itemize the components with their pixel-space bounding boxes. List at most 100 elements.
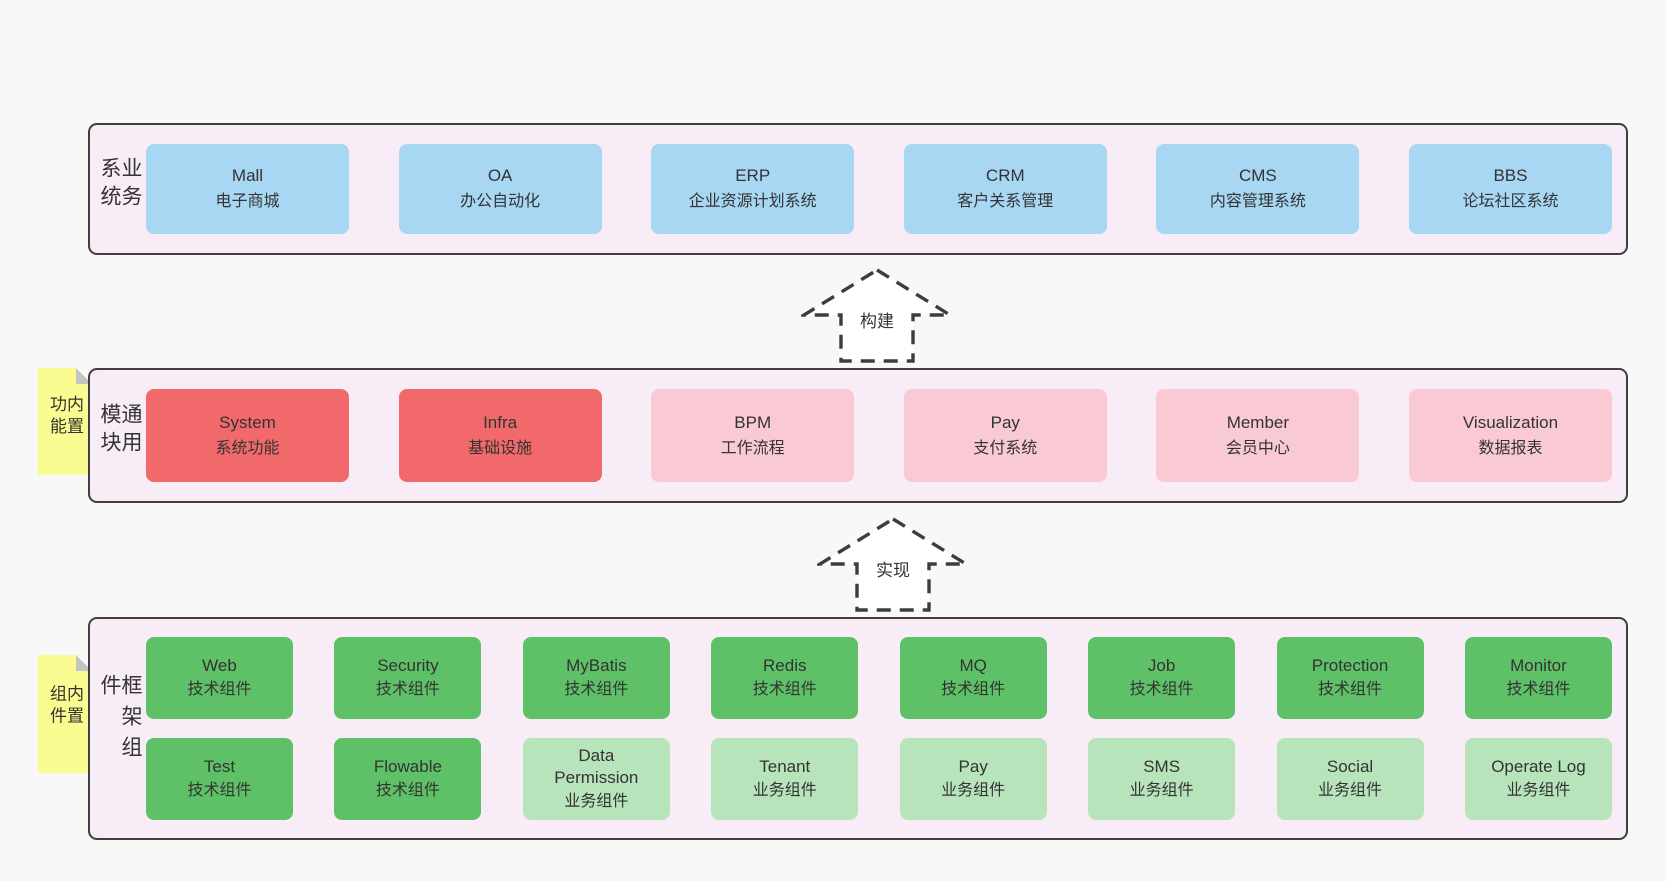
box-subtitle: 技术组件 bbox=[187, 782, 252, 800]
box-sms: SMS 业务组件 bbox=[1088, 738, 1236, 820]
box-mybatis: MyBatis 技术组件 bbox=[522, 637, 670, 719]
box-infra: Infra 基础设施 bbox=[398, 389, 602, 482]
box-subtitle: 论坛社区系统 bbox=[1462, 193, 1559, 211]
box-title: Social bbox=[1326, 757, 1374, 777]
box-title: BBS bbox=[1493, 166, 1528, 186]
sticky-note-built-in-components: 内置组件 bbox=[38, 655, 92, 773]
box-data-permission: Data Permission 业务组件 bbox=[522, 738, 670, 820]
box-title: Data Permission bbox=[554, 746, 639, 788]
box-title: ERP bbox=[735, 166, 771, 186]
box-web: Web 技术组件 bbox=[146, 637, 293, 719]
box-title: System bbox=[219, 412, 276, 432]
box-subtitle: 技术组件 bbox=[375, 681, 440, 699]
layer-label: 业务系统 bbox=[98, 157, 142, 213]
box-title: Web bbox=[202, 656, 237, 676]
box-title: CRM bbox=[985, 166, 1025, 186]
box-title: Security bbox=[377, 656, 439, 676]
arrow-label: 构建 bbox=[855, 307, 899, 332]
box-title: Mall bbox=[231, 166, 264, 186]
layer-label: 通用模块 bbox=[98, 402, 142, 459]
box-operate-log: Operate Log 业务组件 bbox=[1464, 738, 1612, 820]
box-title: CMS bbox=[1238, 166, 1277, 186]
box-system: System 系统功能 bbox=[146, 389, 349, 482]
box-subtitle: 会员中心 bbox=[1225, 439, 1290, 457]
box-title: Protection bbox=[1311, 656, 1389, 676]
box-subtitle: 技术组件 bbox=[375, 782, 440, 800]
box-member: Member 会员中心 bbox=[1156, 389, 1360, 482]
component-rows: Web 技术组件 Security 技术组件 MyBatis 技术组件 Redi… bbox=[146, 637, 1612, 820]
box-pay-module: Pay 支付系统 bbox=[903, 389, 1107, 482]
box-bbs: BBS 论坛社区系统 bbox=[1408, 144, 1612, 234]
box-subtitle: 业务组件 bbox=[1318, 782, 1383, 800]
box-subtitle: 业务组件 bbox=[941, 782, 1006, 800]
layer-label: 框架组件 bbox=[98, 673, 142, 767]
box-subtitle: 业务组件 bbox=[1129, 782, 1194, 800]
box-subtitle: 办公自动化 bbox=[460, 193, 541, 211]
module-boxes: System 系统功能 Infra 基础设施 BPM 工作流程 Pay 支付系统… bbox=[146, 389, 1612, 482]
box-subtitle: 数据报表 bbox=[1478, 439, 1543, 457]
box-title: Monitor bbox=[1510, 656, 1567, 676]
box-job: Job 技术组件 bbox=[1088, 637, 1236, 719]
box-title: Operate Log bbox=[1491, 757, 1586, 777]
business-boxes: Mall 电子商城 OA 办公自动化 ERP 企业资源计划系统 CRM 客户关系… bbox=[146, 144, 1612, 234]
box-protection: Protection 技术组件 bbox=[1276, 637, 1424, 719]
box-title: Tenant bbox=[759, 757, 811, 777]
box-subtitle: 技术组件 bbox=[564, 681, 629, 699]
box-subtitle: 业务组件 bbox=[564, 793, 629, 811]
box-subtitle: 支付系统 bbox=[973, 439, 1038, 457]
box-oa: OA 办公自动化 bbox=[398, 144, 602, 234]
box-bpm: BPM 工作流程 bbox=[651, 389, 855, 482]
sticky-note-text: 内置功能 bbox=[47, 394, 83, 439]
box-visualization: Visualization 数据报表 bbox=[1408, 389, 1612, 482]
box-title: Visualization bbox=[1462, 412, 1559, 432]
component-row-1: Web 技术组件 Security 技术组件 MyBatis 技术组件 Redi… bbox=[146, 637, 1612, 719]
box-title: SMS bbox=[1143, 757, 1181, 777]
box-subtitle: 技术组件 bbox=[1318, 681, 1383, 699]
box-title: Infra bbox=[483, 412, 518, 432]
box-subtitle: 技术组件 bbox=[1129, 681, 1194, 699]
box-title: Pay bbox=[990, 412, 1020, 432]
box-subtitle: 工作流程 bbox=[720, 439, 785, 457]
box-title: MQ bbox=[959, 656, 987, 676]
box-subtitle: 基础设施 bbox=[468, 439, 533, 457]
box-title: Member bbox=[1226, 412, 1290, 432]
box-subtitle: 技术组件 bbox=[941, 681, 1006, 699]
sticky-note-built-in-features: 内置功能 bbox=[38, 368, 92, 475]
component-row-2: Test 技术组件 Flowable 技术组件 Data Permission … bbox=[146, 738, 1612, 820]
box-tenant: Tenant 业务组件 bbox=[711, 738, 859, 820]
box-subtitle: 电子商城 bbox=[215, 193, 280, 211]
box-title: Flowable bbox=[373, 757, 442, 777]
box-mq: MQ 技术组件 bbox=[899, 637, 1047, 719]
box-title: Redis bbox=[763, 656, 807, 676]
box-social: Social 业务组件 bbox=[1276, 738, 1424, 820]
box-subtitle: 内容管理系统 bbox=[1209, 193, 1306, 211]
box-crm: CRM 客户关系管理 bbox=[903, 144, 1107, 234]
box-subtitle: 业务组件 bbox=[1506, 782, 1571, 800]
box-mall: Mall 电子商城 bbox=[146, 144, 349, 234]
layer-framework-components: 框架组件 Web 技术组件 Security 技术组件 MyBatis 技术组件… bbox=[88, 617, 1628, 840]
box-test: Test 技术组件 bbox=[146, 738, 293, 820]
box-subtitle: 系统功能 bbox=[215, 439, 280, 457]
box-title: OA bbox=[487, 166, 513, 186]
box-pay-component: Pay 业务组件 bbox=[899, 738, 1047, 820]
box-title: MyBatis bbox=[566, 656, 627, 676]
box-title: BPM bbox=[734, 412, 772, 432]
box-redis: Redis 技术组件 bbox=[711, 637, 859, 719]
layer-common-modules: 通用模块 System 系统功能 Infra 基础设施 BPM 工作流程 Pay… bbox=[88, 368, 1628, 503]
arrow-label: 实现 bbox=[871, 556, 915, 581]
implement-arrow: 实现 bbox=[817, 516, 969, 613]
box-title: Pay bbox=[958, 757, 988, 777]
box-title: Job bbox=[1147, 656, 1176, 676]
box-flowable: Flowable 技术组件 bbox=[334, 738, 482, 820]
build-arrow: 构建 bbox=[801, 267, 953, 364]
box-monitor: Monitor 技术组件 bbox=[1464, 637, 1612, 719]
box-erp: ERP 企业资源计划系统 bbox=[651, 144, 855, 234]
box-subtitle: 技术组件 bbox=[1506, 681, 1571, 699]
box-security: Security 技术组件 bbox=[334, 637, 482, 719]
box-subtitle: 客户关系管理 bbox=[957, 193, 1054, 211]
box-subtitle: 技术组件 bbox=[187, 681, 252, 699]
box-title: Test bbox=[203, 757, 236, 777]
sticky-note-text: 内置组件 bbox=[47, 684, 83, 729]
layer-business-systems: 业务系统 Mall 电子商城 OA 办公自动化 ERP 企业资源计划系统 CRM… bbox=[88, 123, 1628, 255]
